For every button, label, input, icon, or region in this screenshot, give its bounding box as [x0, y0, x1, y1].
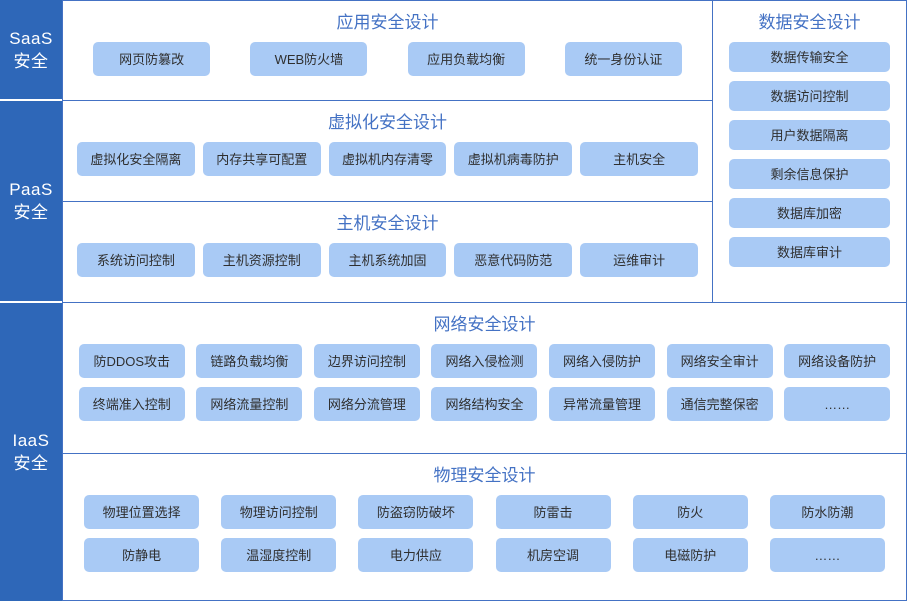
chip-virtualization-3[interactable]: 虚拟机内存清零 [328, 142, 447, 176]
panel-virtualization-security: 虚拟化安全设计 虚拟化安全隔离 内存共享可配置 虚拟机内存清零 虚拟机病毒防护 … [62, 101, 713, 202]
chip-network-12[interactable]: 异常流量管理 [549, 387, 656, 421]
upper-left-column: 应用安全设计 网页防篡改 WEB防火墙 应用负载均衡 统一身份认证 虚拟化安全设… [62, 0, 713, 303]
rail-label-saas-line2: 安全 [13, 51, 49, 71]
chip-network-3[interactable]: 边界访问控制 [313, 344, 420, 378]
chip-network-14-ellipsis[interactable]: …… [784, 387, 891, 421]
panel-title-network: 网络安全设计 [433, 315, 536, 334]
virtualization-chip-row-1: 虚拟化安全隔离 内存共享可配置 虚拟机内存清零 虚拟机病毒防护 主机安全 [73, 142, 702, 176]
chip-virtualization-4[interactable]: 虚拟机病毒防护 [454, 142, 573, 176]
chip-physical-8[interactable]: 温湿度控制 [221, 538, 337, 572]
chip-physical-10[interactable]: 机房空调 [495, 538, 611, 572]
rail-cell-iaas: IaaS 安全 [0, 303, 62, 601]
physical-chip-row-1: 物理位置选择 物理访问控制 防盗窃防破坏 防雷击 防火 防水防潮 [73, 495, 896, 529]
chip-network-1[interactable]: 防DDOS攻击 [78, 344, 185, 378]
chip-physical-7[interactable]: 防静电 [84, 538, 200, 572]
chip-virtualization-2[interactable]: 内存共享可配置 [202, 142, 321, 176]
chip-data-6[interactable]: 数据库审计 [729, 237, 890, 267]
chip-application-3[interactable]: 应用负载均衡 [407, 42, 525, 76]
chip-host-3[interactable]: 主机系统加固 [328, 243, 447, 277]
chip-network-5[interactable]: 网络入侵防护 [549, 344, 656, 378]
chip-physical-1[interactable]: 物理位置选择 [84, 495, 200, 529]
upper-region: 应用安全设计 网页防篡改 WEB防火墙 应用负载均衡 统一身份认证 虚拟化安全设… [62, 0, 907, 303]
panel-title-virtualization: 虚拟化安全设计 [328, 113, 447, 132]
chip-network-7[interactable]: 网络设备防护 [784, 344, 891, 378]
chip-network-13[interactable]: 通信完整保密 [666, 387, 773, 421]
chip-physical-2[interactable]: 物理访问控制 [221, 495, 337, 529]
rail-label-paas-line2: 安全 [13, 203, 49, 222]
chip-network-2[interactable]: 链路负载均衡 [196, 344, 303, 378]
chip-physical-11[interactable]: 电磁防护 [632, 538, 748, 572]
panel-host-security: 主机安全设计 系统访问控制 主机资源控制 主机系统加固 恶意代码防范 运维审计 [62, 202, 713, 303]
rail-label-iaas-line2: 安全 [13, 454, 49, 473]
physical-chip-row-2: 防静电 温湿度控制 电力供应 机房空调 电磁防护 …… [73, 538, 896, 572]
panel-title-host: 主机安全设计 [336, 214, 439, 233]
chip-application-4[interactable]: 统一身份认证 [564, 42, 682, 76]
chip-network-4[interactable]: 网络入侵检测 [431, 344, 538, 378]
host-chip-row-1: 系统访问控制 主机资源控制 主机系统加固 恶意代码防范 运维审计 [73, 243, 702, 277]
panel-physical-security: 物理安全设计 物理位置选择 物理访问控制 防盗窃防破坏 防雷击 防火 防水防潮 … [62, 454, 907, 601]
chip-physical-5[interactable]: 防火 [632, 495, 748, 529]
chip-physical-12-ellipsis[interactable]: …… [769, 538, 885, 572]
chip-network-10[interactable]: 网络分流管理 [313, 387, 420, 421]
chip-physical-6[interactable]: 防水防潮 [769, 495, 885, 529]
chip-data-3[interactable]: 用户数据隔离 [729, 120, 890, 150]
chip-network-11[interactable]: 网络结构安全 [431, 387, 538, 421]
panel-title-data: 数据安全设计 [758, 13, 861, 32]
chip-application-1[interactable]: 网页防篡改 [93, 42, 211, 76]
chip-host-4[interactable]: 恶意代码防范 [454, 243, 573, 277]
panel-title-physical: 物理安全设计 [433, 466, 536, 485]
application-chip-row-1: 网页防篡改 WEB防火墙 应用负载均衡 统一身份认证 [73, 42, 702, 76]
rail-cell-paas: PaaS 安全 [0, 101, 62, 303]
chip-data-5[interactable]: 数据库加密 [729, 198, 890, 228]
chip-host-1[interactable]: 系统访问控制 [77, 243, 195, 277]
rail-cell-saas: SaaS 安全 [0, 0, 62, 101]
panel-data-security: 数据安全设计 数据传输安全 数据访问控制 用户数据隔离 剩余信息保护 数据库加密… [713, 0, 907, 303]
rail-label-iaas-line1: IaaS [12, 431, 50, 450]
chip-physical-9[interactable]: 电力供应 [358, 538, 474, 572]
service-model-rail: SaaS 安全 PaaS 安全 IaaS 安全 [0, 0, 62, 601]
chip-application-2[interactable]: WEB防火墙 [250, 42, 368, 76]
rail-label-paas-line1: PaaS [9, 180, 53, 199]
data-security-list: 数据传输安全 数据访问控制 用户数据隔离 剩余信息保护 数据库加密 数据库审计 [723, 42, 896, 273]
network-chip-row-1: 防DDOS攻击 链路负载均衡 边界访问控制 网络入侵检测 网络入侵防护 网络安全… [73, 344, 896, 378]
chip-virtualization-1[interactable]: 虚拟化安全隔离 [77, 142, 195, 176]
panel-title-application: 应用安全设计 [336, 13, 439, 32]
panel-network-security: 网络安全设计 防DDOS攻击 链路负载均衡 边界访问控制 网络入侵检测 网络入侵… [62, 303, 907, 454]
lower-region: 网络安全设计 防DDOS攻击 链路负载均衡 边界访问控制 网络入侵检测 网络入侵… [62, 303, 907, 601]
chip-host-5[interactable]: 运维审计 [580, 243, 698, 277]
network-chip-row-2: 终端准入控制 网络流量控制 网络分流管理 网络结构安全 异常流量管理 通信完整保… [73, 387, 896, 421]
chip-data-2[interactable]: 数据访问控制 [729, 81, 890, 111]
chip-data-4[interactable]: 剩余信息保护 [729, 159, 890, 189]
chip-virtualization-5[interactable]: 主机安全 [580, 142, 698, 176]
chip-network-8[interactable]: 终端准入控制 [78, 387, 185, 421]
panel-application-security: 应用安全设计 网页防篡改 WEB防火墙 应用负载均衡 统一身份认证 [62, 0, 713, 101]
chip-physical-4[interactable]: 防雷击 [495, 495, 611, 529]
panel-stack: 应用安全设计 网页防篡改 WEB防火墙 应用负载均衡 统一身份认证 虚拟化安全设… [62, 0, 907, 601]
chip-physical-3[interactable]: 防盗窃防破坏 [358, 495, 474, 529]
chip-host-2[interactable]: 主机资源控制 [202, 243, 321, 277]
rail-label-saas-line1: SaaS [9, 28, 53, 48]
chip-data-1[interactable]: 数据传输安全 [729, 42, 890, 72]
chip-network-6[interactable]: 网络安全审计 [666, 344, 773, 378]
chip-network-9[interactable]: 网络流量控制 [196, 387, 303, 421]
upper-right-column: 数据安全设计 数据传输安全 数据访问控制 用户数据隔离 剩余信息保护 数据库加密… [713, 0, 907, 303]
